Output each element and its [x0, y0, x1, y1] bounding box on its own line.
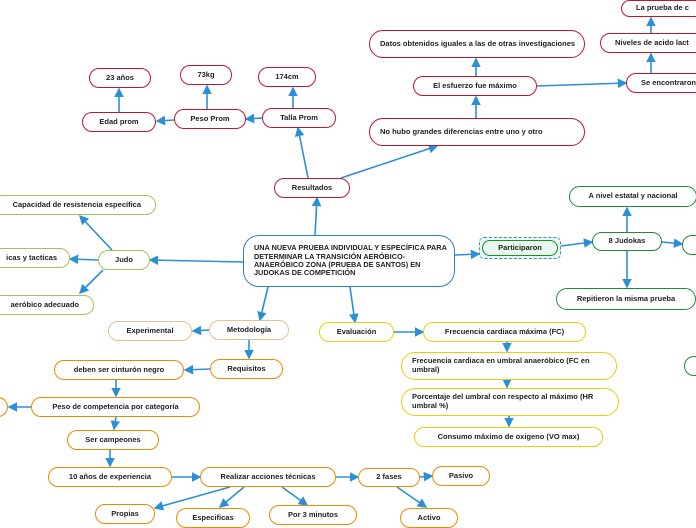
- connector-arrow: [148, 255, 244, 265]
- node-peso-prom[interactable]: Peso Prom: [174, 109, 246, 129]
- node-evaluacion[interactable]: Evaluación: [319, 322, 394, 342]
- connector-arrow: [454, 249, 481, 260]
- node-aerobico[interactable]: aeróbico adecuado: [0, 295, 94, 315]
- connector-arrow: [68, 254, 99, 265]
- connector-arrow: [191, 325, 210, 336]
- node-activo[interactable]: Activo: [400, 508, 458, 528]
- connector-arrow: [153, 486, 231, 511]
- node-datos-iguales[interactable]: Datos obtenidos iguales a las de otras i…: [369, 30, 585, 58]
- node-peso-competencia[interactable]: Peso de competencia por categoría: [31, 397, 200, 417]
- node-peso-valor[interactable]: 73kg: [180, 65, 232, 85]
- connector-arrow: [218, 486, 245, 508]
- node-pasivo[interactable]: Pasivo: [432, 466, 490, 486]
- connector-arrow: [155, 115, 175, 126]
- central-topic[interactable]: UNA NUEVA PRUEBA INDIVIDUAL Y ESPECÍFICA…: [243, 235, 455, 287]
- node-acciones-tecnicas[interactable]: Realizar acciones técnicas: [200, 467, 336, 487]
- node-edad-prom[interactable]: Edad prom: [82, 112, 156, 132]
- node-capacidad-resistencia[interactable]: Capacidad de resistencia específica: [0, 195, 156, 215]
- connector-arrow: [661, 238, 684, 248]
- node-la-prueba[interactable]: La prueba de c: [621, 0, 696, 17]
- node-tacticas[interactable]: icas y tacticas: [0, 248, 70, 268]
- node-2-fases[interactable]: 2 fases: [358, 468, 420, 487]
- node-repitieron-prueba[interactable]: Repitieron la misma prueba: [556, 288, 696, 310]
- node-especificas[interactable]: Especificas: [176, 508, 250, 528]
- node-requisitos[interactable]: Requisitos: [210, 359, 283, 379]
- node-propias[interactable]: Propias: [95, 504, 155, 524]
- connector-arrow: [294, 126, 309, 179]
- connector-arrow: [79, 214, 113, 251]
- node-nivel-estatal[interactable]: A nivel estatal y nacional: [569, 186, 696, 207]
- node-no-diferencias[interactable]: No hubo grandes diferencias entre uno y …: [369, 118, 585, 146]
- node-judo[interactable]: Judo: [98, 250, 150, 270]
- node-edad-valor[interactable]: 23 años: [89, 68, 151, 88]
- node-se-encontraron[interactable]: Se encontraron: [626, 73, 696, 93]
- connector-arrow: [311, 196, 322, 236]
- node-resultados[interactable]: Resultados: [274, 178, 350, 198]
- connector-arrow: [419, 471, 434, 482]
- node-cinturon-negro[interactable]: deben ser cinturón negro: [54, 360, 184, 380]
- node-talla-prom[interactable]: Talla Prom: [262, 108, 336, 128]
- connector-arrow: [560, 238, 594, 248]
- node-metodologia[interactable]: Metodología: [209, 320, 289, 340]
- node-offscreen-2[interactable]: [684, 356, 696, 376]
- connector-arrow: [396, 486, 428, 508]
- connector-arrow: [340, 144, 439, 179]
- connector-arrow: [257, 286, 269, 322]
- node-talla-valor[interactable]: 174cm: [258, 67, 316, 87]
- node-10-anos-experiencia[interactable]: 10 años de experiencia: [48, 467, 172, 487]
- node-ser-campeones[interactable]: Ser campeones: [67, 430, 159, 450]
- connector-arrow: [244, 113, 263, 124]
- connector-arrow: [110, 416, 121, 431]
- connector-arrow: [536, 78, 628, 89]
- node-participaron[interactable]: Participaron: [479, 237, 561, 259]
- connector-arrow: [349, 286, 359, 324]
- node-8-judokas[interactable]: 8 Judokas: [592, 232, 662, 251]
- node-esfuerzo-maximo[interactable]: El esfuerzo fue máximo: [413, 76, 537, 96]
- connector-arrow: [183, 364, 211, 375]
- node-frecuencia-umbral[interactable]: Frecuencia cardiaca en umbral anaeróbico…: [401, 352, 617, 380]
- node-niveles-acido[interactable]: Niveles de acido lact: [600, 33, 696, 53]
- node-consumo-oxigeno[interactable]: Consumo máximo de oxigeno (VO max): [414, 427, 603, 447]
- node-offscreen-1[interactable]: [682, 235, 696, 255]
- connector-arrow: [78, 269, 104, 295]
- node-por-3-minutos[interactable]: Por 3 minutos: [269, 505, 357, 525]
- connector-arrow: [281, 486, 309, 506]
- node-experimental[interactable]: Experimental: [108, 321, 192, 341]
- node-porcentaje-umbral[interactable]: Porcentaje del umbral con respecto al má…: [401, 388, 619, 416]
- node-frecuencia-maxima[interactable]: Frecuencia cardiaca máxima (FC): [423, 322, 586, 342]
